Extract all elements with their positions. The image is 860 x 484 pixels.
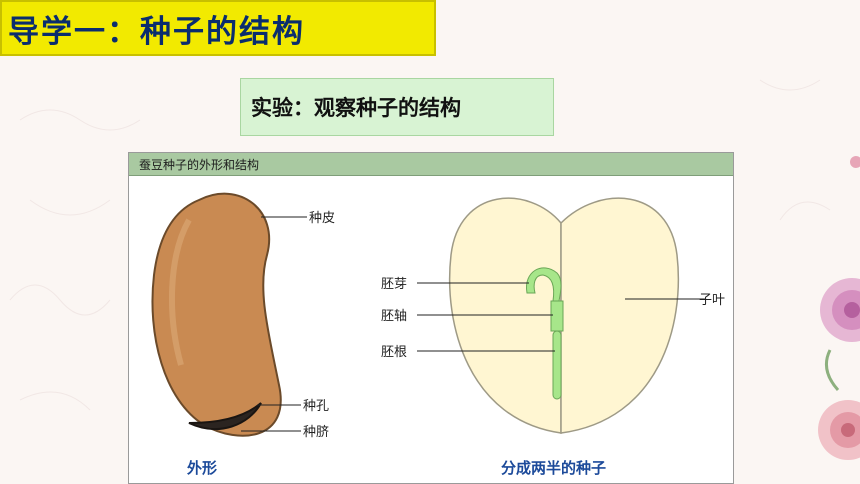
seed-figure: 蚕豆种子的外形和结构 种皮 种孔 种脐 外形 <box>128 152 734 484</box>
caption-whole-seed: 外形 <box>186 459 217 477</box>
whole-seed <box>151 192 307 437</box>
hypocotyl-shape <box>550 300 564 332</box>
experiment-box: 实验：观察种子的结构 <box>240 78 554 136</box>
seed-highlight <box>169 218 192 366</box>
cotyledon-left <box>448 197 562 434</box>
label-hilum: 种脐 <box>303 425 329 440</box>
label-micropyle: 种孔 <box>303 399 329 414</box>
label-hypocotyl: 胚轴 <box>381 309 407 324</box>
radicle-shape <box>552 330 562 400</box>
page-title: 导学一：种子的结构 <box>8 13 305 50</box>
label-plumule: 胚芽 <box>381 277 407 292</box>
flower-decoration <box>818 156 860 460</box>
label-cotyledon: 子叶 <box>699 293 725 308</box>
flower-small-icon <box>850 156 860 168</box>
flower-pink-icon <box>818 400 860 460</box>
title-banner: 导学一：种子的结构 <box>0 0 436 56</box>
figure-header-text: 蚕豆种子的外形和结构 <box>139 158 260 172</box>
flower-purple-icon <box>820 278 860 342</box>
embryo <box>526 267 564 400</box>
seed-coat-shape <box>151 192 282 437</box>
figure-header: 蚕豆种子的外形和结构 <box>129 153 733 176</box>
label-seed-coat: 种皮 <box>309 211 335 226</box>
hilum-shape <box>188 402 262 431</box>
seed-diagram: 种皮 种孔 种脐 外形 胚芽 胚轴 胚根 子叶 分成两半的种子 <box>151 192 725 477</box>
caption-split-seed: 分成两半的种子 <box>501 459 606 477</box>
experiment-title: 实验：观察种子的结构 <box>251 96 461 120</box>
split-seed <box>417 197 705 434</box>
label-radicle: 胚根 <box>381 345 407 360</box>
cotyledon-right <box>560 197 680 434</box>
